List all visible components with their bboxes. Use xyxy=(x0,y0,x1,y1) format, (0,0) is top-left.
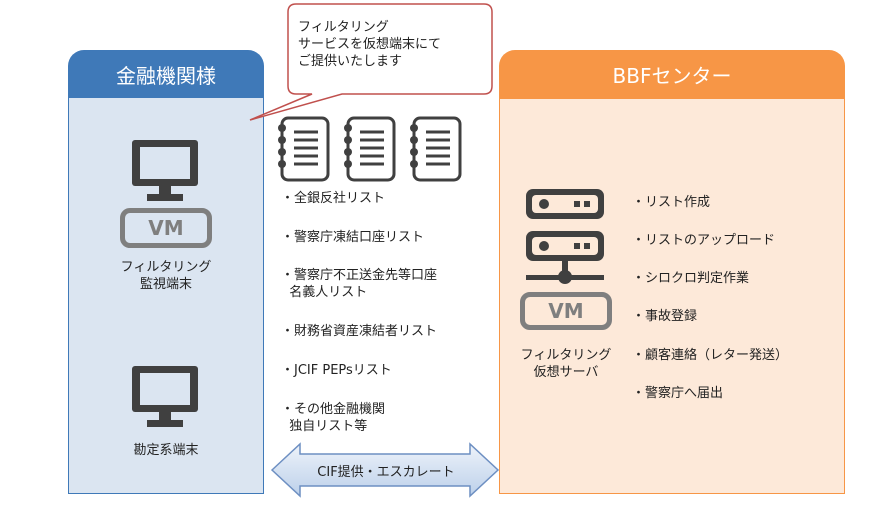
list-item: ・財務省資産凍結者リスト xyxy=(281,323,437,340)
account-terminal-label: 勘定系端末 xyxy=(133,443,199,458)
task-item: ・事故登録 xyxy=(632,309,698,324)
notebook-icon xyxy=(346,116,396,182)
list-item-line: ・警察庁不正送金先等口座 xyxy=(281,268,438,283)
notebook-icon xyxy=(412,116,462,182)
list-item: ・警察庁不正送金先等口座 名義人リスト xyxy=(281,267,437,301)
filtering-monitor-label: フィルタリング 監視端末 xyxy=(68,259,264,293)
list-item-line: ・JCIF PEPsリスト xyxy=(281,363,392,378)
callout-line2: サービスを仮想端末にて xyxy=(298,37,442,52)
bbf-center-title: BBFセンター xyxy=(612,63,732,88)
double-arrow xyxy=(270,442,500,498)
list-item-line: 名義人リスト xyxy=(281,285,368,300)
monitor-icon xyxy=(132,140,198,201)
account-terminal-icon xyxy=(132,366,198,427)
financial-institution-header: 金融機関様 xyxy=(68,50,264,98)
vm-badge-label: VM xyxy=(148,216,184,240)
task-item: ・警察庁へ届出 xyxy=(632,386,724,401)
list-item: ・警察庁凍結口座リスト xyxy=(281,229,424,246)
bbf-center-header: BBFセンター xyxy=(499,50,845,98)
callout-line3: ご提供いたします xyxy=(298,54,403,69)
list-item-line: ・財務省資産凍結者リスト xyxy=(281,324,438,339)
callout-line1: フィルタリング xyxy=(298,20,389,35)
list-item: ・全銀反社リスト xyxy=(281,190,385,207)
server-icon xyxy=(526,189,604,284)
filtering-monitor-label-line1: フィルタリング xyxy=(120,260,212,275)
list-item-line: 独自リスト等 xyxy=(281,419,368,434)
filtering-server-label: フィルタリング 仮想サーバ xyxy=(506,347,626,381)
filtering-server-label-line1: フィルタリング xyxy=(520,348,612,363)
list-item-line: ・その他金融機関 xyxy=(281,402,386,417)
vm-badge-label: VM xyxy=(548,299,584,323)
task-item: ・リスト作成 xyxy=(632,195,711,210)
notebook-icons xyxy=(278,116,462,182)
filtering-monitor-label-line2: 監視端末 xyxy=(139,277,192,292)
filtering-server-label-line2: 仮想サーバ xyxy=(533,365,599,380)
notebook-icon xyxy=(280,116,330,182)
list-item: ・JCIF PEPsリスト xyxy=(281,362,392,379)
vm-badge: VM xyxy=(520,292,612,330)
task-item: ・シロクロ判定作業 xyxy=(632,271,750,286)
arrow-label: CIF提供・エスカレート xyxy=(317,465,455,480)
financial-institution-title: 金融機関様 xyxy=(116,63,216,88)
vm-badge: VM xyxy=(120,208,212,248)
list-item-line: ・警察庁凍結口座リスト xyxy=(281,230,425,245)
task-item: ・顧客連絡（レター発送） xyxy=(632,348,789,363)
callout-bubble xyxy=(249,3,493,121)
task-item: ・リストのアップロード xyxy=(632,233,776,248)
list-item-line: ・全銀反社リスト xyxy=(281,191,386,206)
callout-text: フィルタリング サービスを仮想端末にて ご提供いたします xyxy=(298,19,483,70)
list-item: ・その他金融機関 独自リスト等 xyxy=(281,401,385,435)
